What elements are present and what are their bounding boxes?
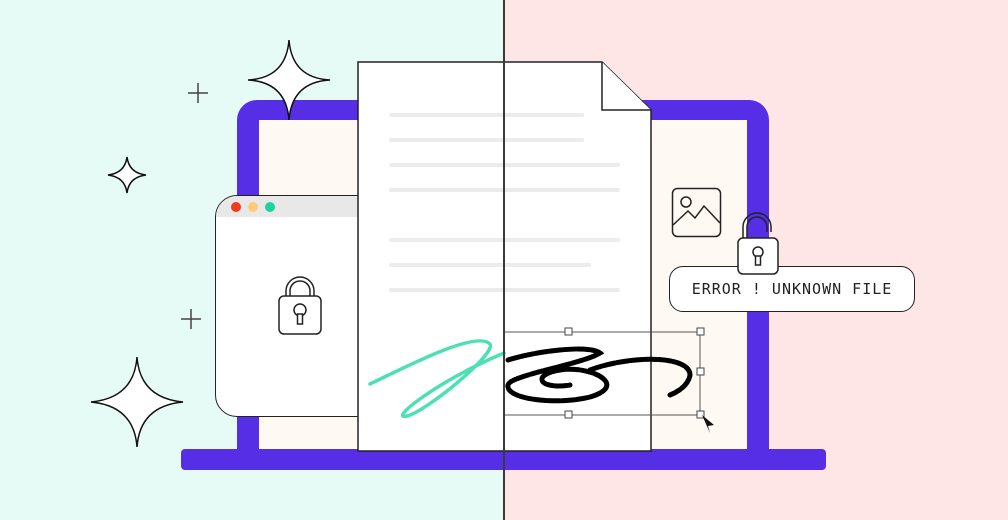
black-rough-signature <box>505 346 693 404</box>
close-dot <box>231 202 241 212</box>
lock-open-icon <box>737 212 779 275</box>
document-text-lines <box>389 113 620 292</box>
sparkle-large-icon <box>247 39 331 121</box>
selection-handles <box>564 327 705 419</box>
green-signature <box>368 339 506 419</box>
error-badge: ERROR ! UNKNOWN FILE <box>669 266 915 312</box>
error-text: ERROR ! UNKNOWN FILE <box>691 280 893 298</box>
browser-window <box>215 195 367 417</box>
lock-closed-icon <box>278 276 322 335</box>
sparkle-bottom-icon <box>90 356 184 448</box>
image-icon <box>671 187 722 238</box>
maximize-dot <box>265 202 275 212</box>
signature-selection[interactable] <box>500 325 720 435</box>
document-icon <box>357 61 652 452</box>
cursor-icon <box>702 415 714 433</box>
sparkle-small-icon <box>107 156 147 194</box>
plus-icon <box>181 83 208 329</box>
split-divider <box>503 0 505 520</box>
browser-titlebar <box>216 196 366 217</box>
minimize-dot <box>248 202 258 212</box>
